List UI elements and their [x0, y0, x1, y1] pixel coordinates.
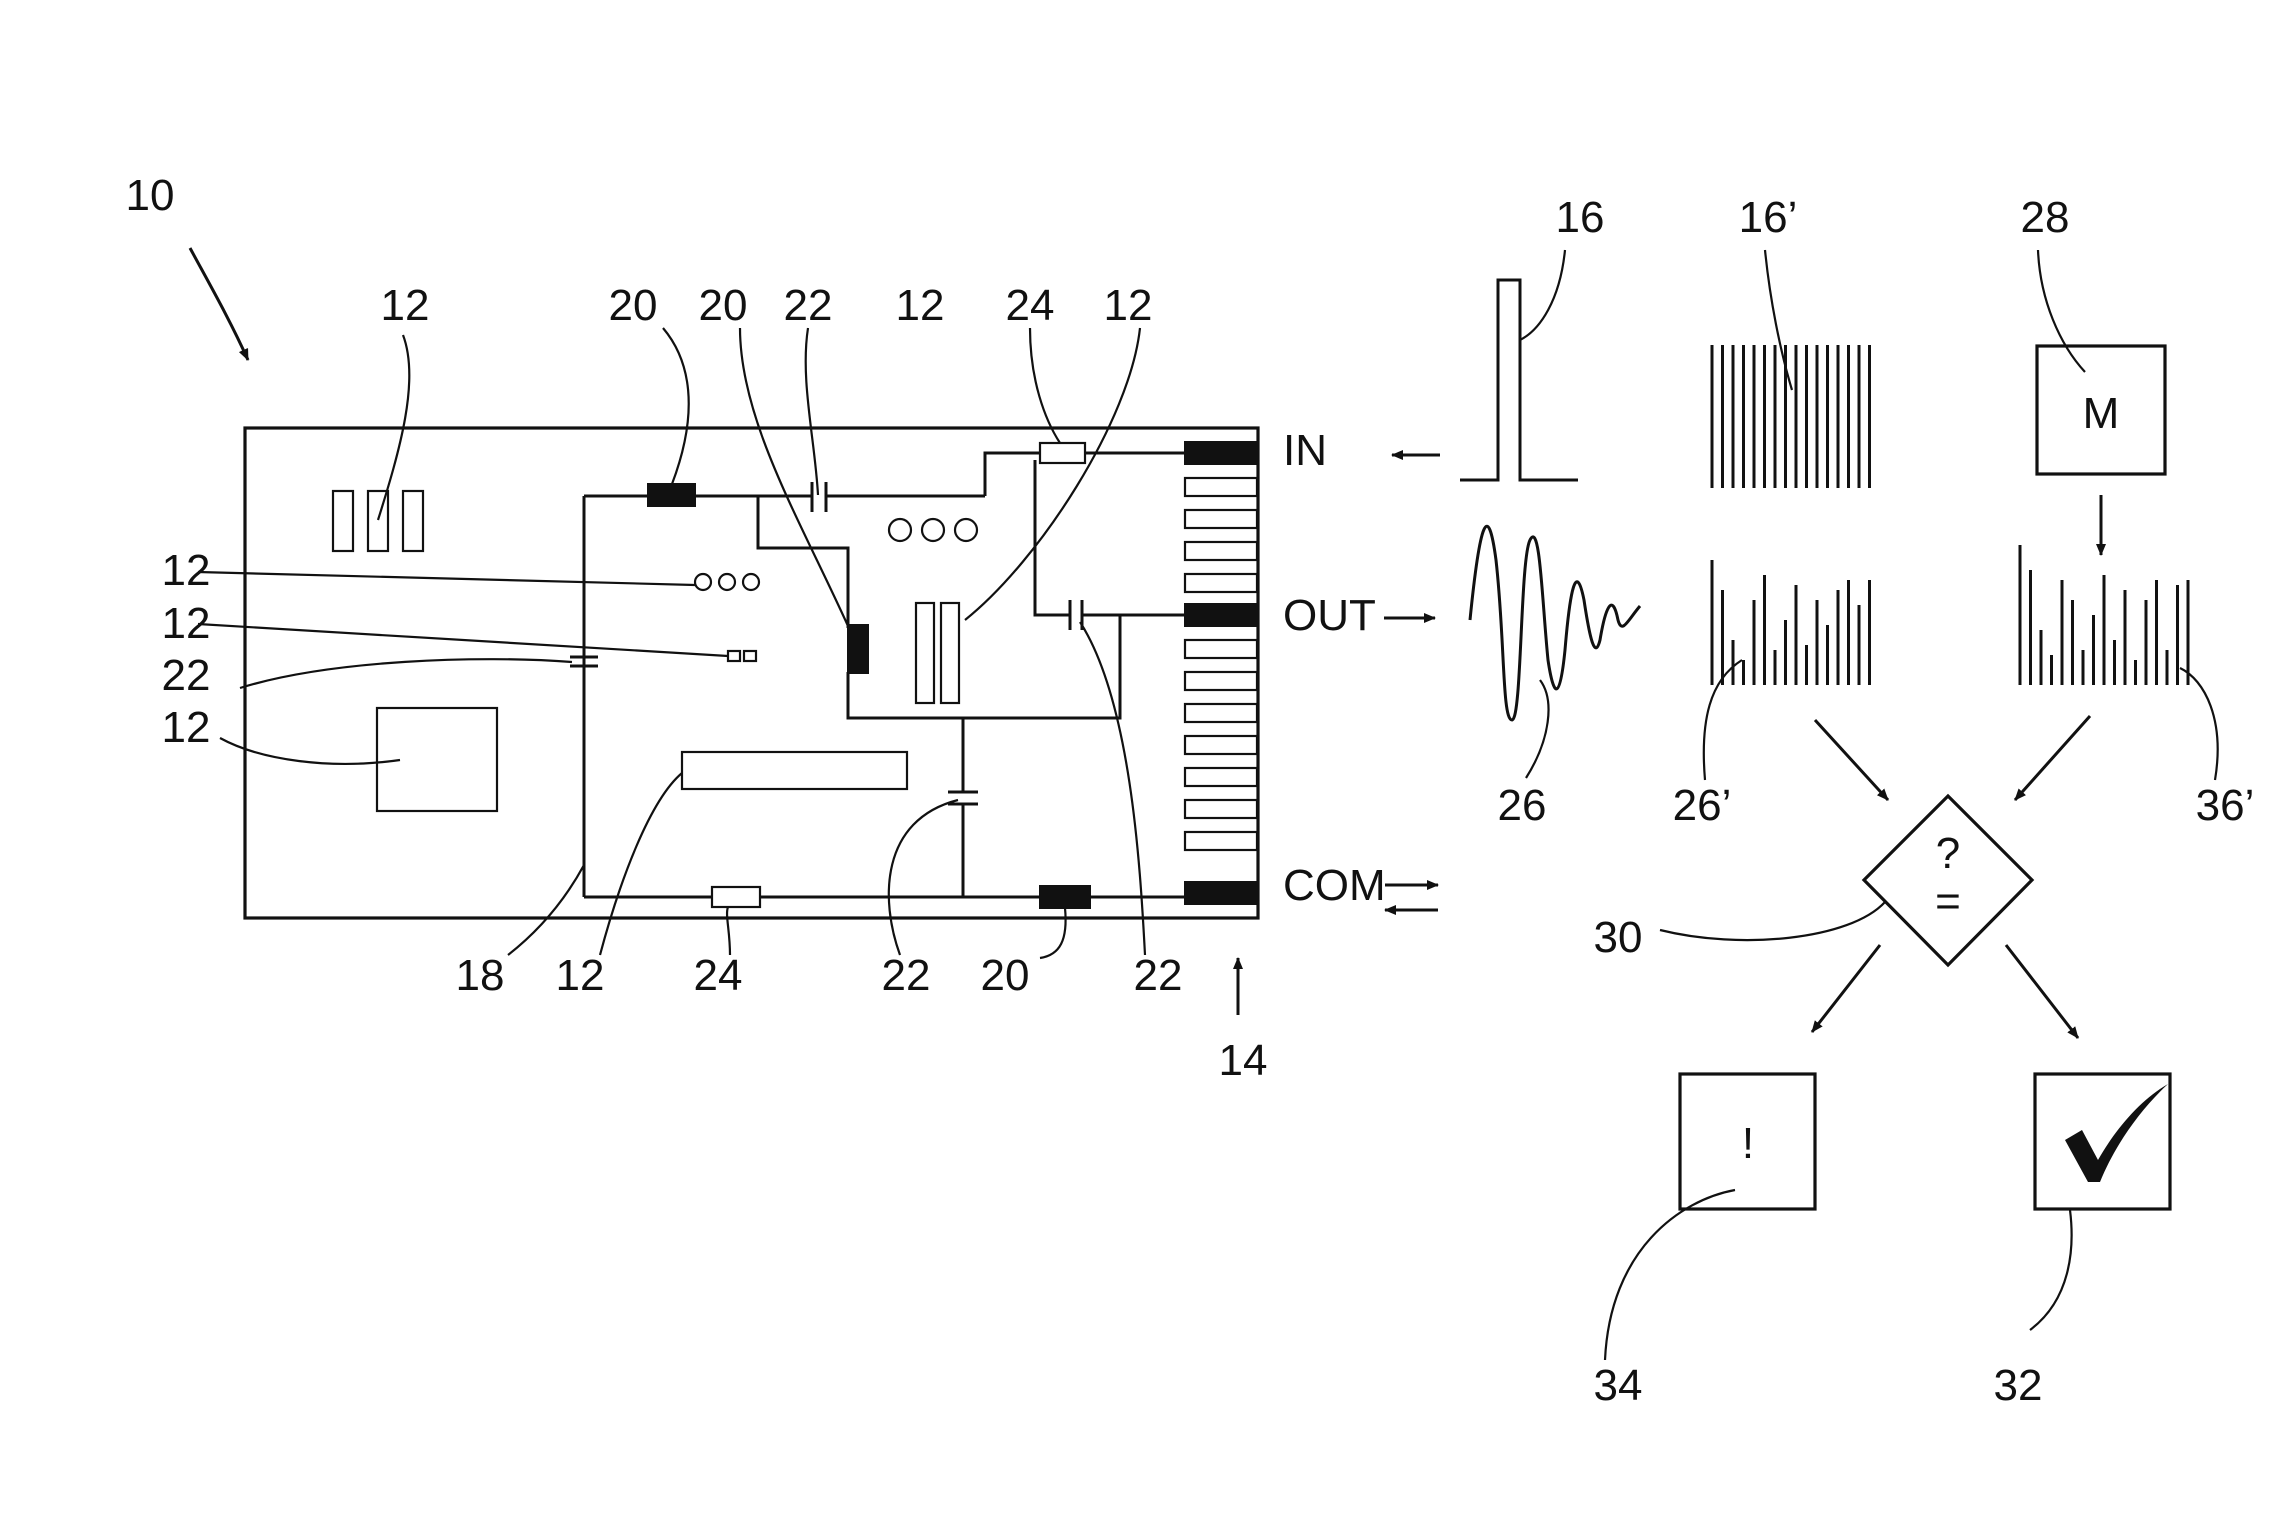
label-12-top-left: 12 [381, 281, 430, 330]
leader-36-prime [2180, 668, 2218, 780]
label-24-bottom: 24 [694, 951, 743, 1000]
port-in-label: IN [1283, 426, 1327, 475]
label-20-top-2: 20 [699, 281, 748, 330]
label-36-prime: 36’ [2196, 781, 2255, 830]
inductor-top [648, 484, 695, 506]
leader-30 [1660, 902, 1885, 940]
circuit-board [245, 428, 1258, 918]
label-10: 10 [126, 171, 175, 220]
arrow-to-error [1812, 945, 1880, 1032]
port-out-label: OUT [1283, 591, 1376, 640]
leader-34 [1605, 1190, 1735, 1360]
label-16-prime: 16’ [1739, 193, 1798, 242]
model-spectrum [2020, 545, 2188, 685]
leader-26 [1526, 680, 1548, 778]
label-12-left-1: 12 [162, 546, 211, 595]
label-20-bottom: 20 [981, 951, 1030, 1000]
label-12-top-right: 12 [1104, 281, 1153, 330]
label-14: 14 [1219, 1036, 1268, 1085]
label-12-left-2: 12 [162, 599, 211, 648]
inductor-middle [848, 625, 868, 673]
model-box-letter: M [2083, 389, 2120, 438]
label-22-top: 22 [784, 281, 833, 330]
pointer-10-arrow [190, 248, 248, 360]
input-spectrum [1712, 345, 1870, 488]
label-34: 34 [1594, 1361, 1643, 1410]
response-spectrum [1712, 560, 1870, 685]
label-22-left: 22 [162, 651, 211, 700]
label-22-bottom-1: 22 [882, 951, 931, 1000]
label-16: 16 [1556, 193, 1605, 242]
inductor-bottom [1040, 886, 1090, 908]
label-26: 26 [1498, 781, 1547, 830]
leader-32 [2030, 1210, 2072, 1330]
label-24-top: 24 [1006, 281, 1055, 330]
label-12-top-mid: 12 [896, 281, 945, 330]
arrow-26-to-compare [1815, 720, 1888, 800]
input-pulse-signal [1460, 280, 1578, 480]
leader-16-prime [1765, 250, 1792, 390]
leader-26-prime [1704, 660, 1742, 780]
port-com-label: COM [1283, 861, 1386, 910]
label-28: 28 [2021, 193, 2070, 242]
compare-equals: = [1935, 877, 1961, 926]
label-18: 18 [456, 951, 505, 1000]
compare-question: ? [1936, 829, 1960, 878]
error-box-symbol: ! [1742, 1119, 1754, 1168]
label-30: 30 [1594, 913, 1643, 962]
label-12-bottom: 12 [556, 951, 605, 1000]
label-26-prime: 26’ [1673, 781, 1732, 830]
label-20-top-1: 20 [609, 281, 658, 330]
label-22-bottom-2: 22 [1134, 951, 1183, 1000]
arrow-36-to-compare [2015, 716, 2090, 800]
response-signal [1470, 526, 1640, 720]
label-32: 32 [1994, 1361, 2043, 1410]
ok-box [2035, 1074, 2170, 1209]
leader-16 [1520, 250, 1565, 340]
label-12-left-3: 12 [162, 703, 211, 752]
arrow-to-ok [2006, 945, 2078, 1038]
